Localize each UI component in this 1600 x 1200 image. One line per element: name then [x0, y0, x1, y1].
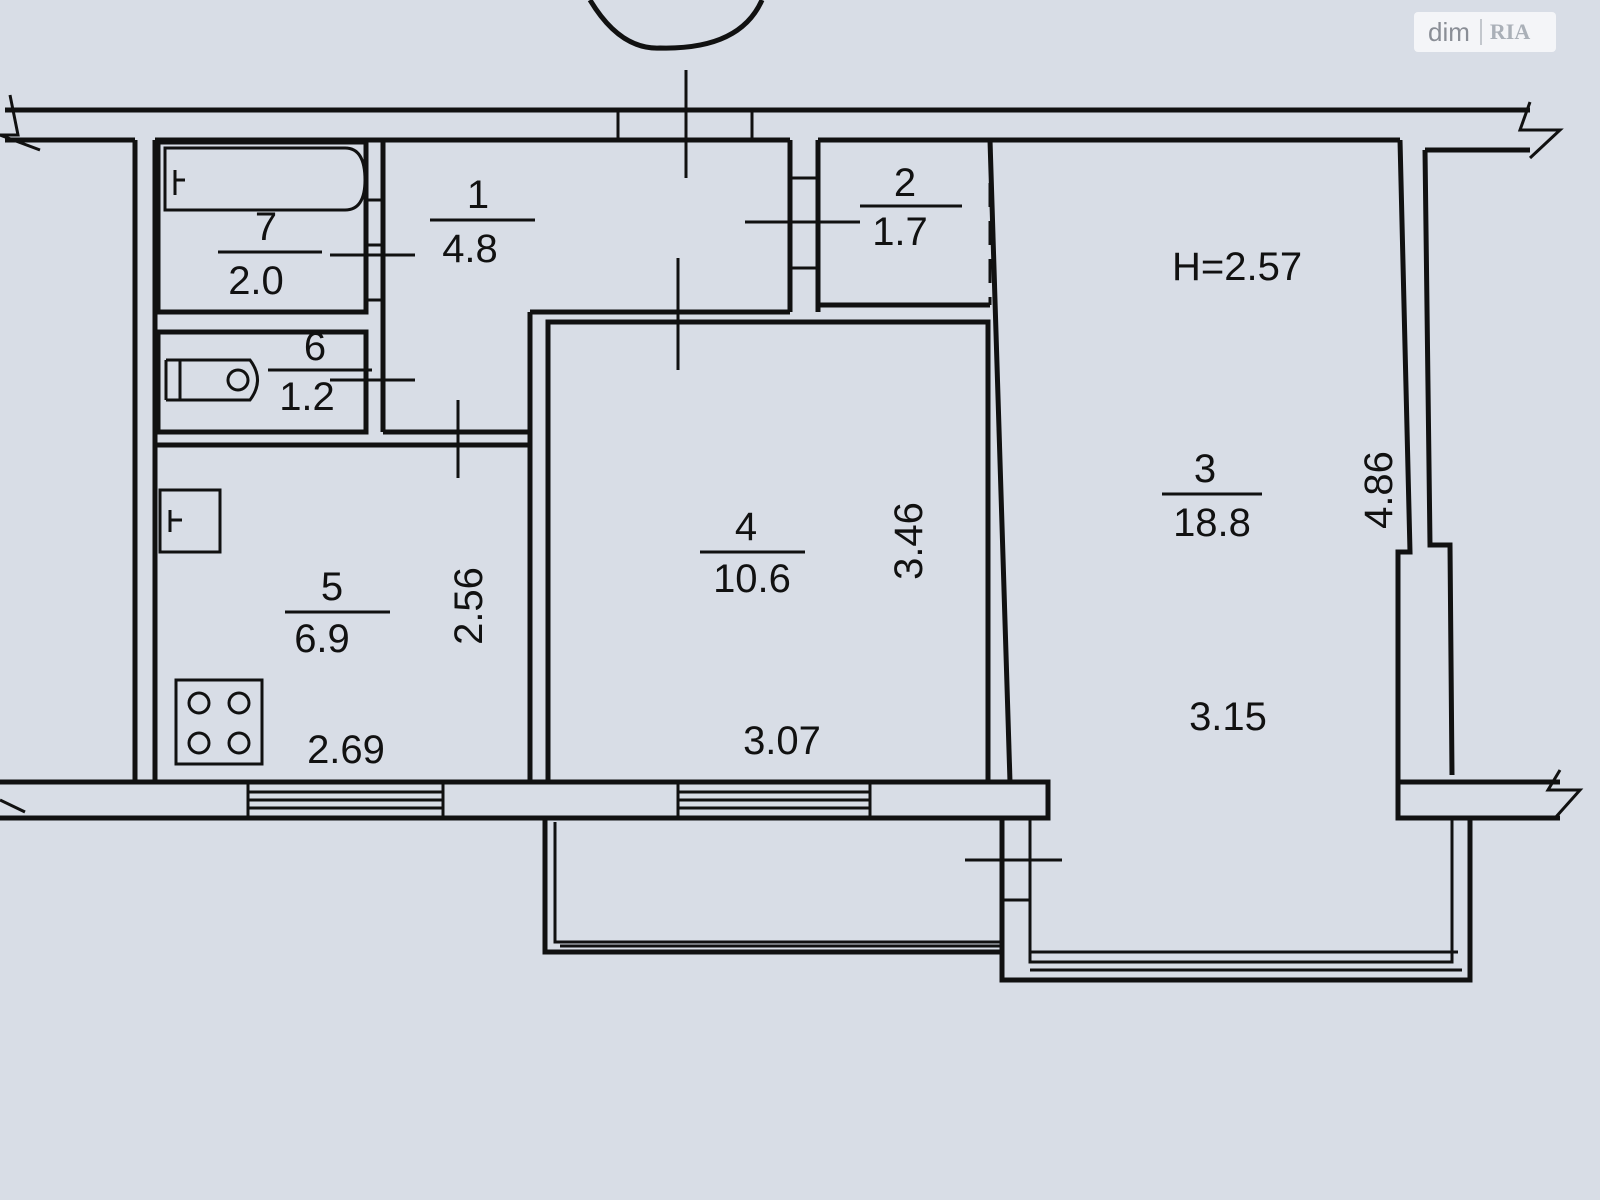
- watermark-brand: dim: [1428, 16, 1470, 47]
- room3-outer-right-wall: [1422, 149, 1455, 776]
- room-7-area: 2.0: [228, 259, 284, 303]
- break-mark-left: [0, 94, 41, 152]
- room-7-number: 7: [255, 205, 277, 249]
- balcony-railing: [553, 822, 1000, 948]
- room-3-area: 18.8: [1173, 501, 1251, 545]
- bathroom-7-outline: [155, 139, 369, 315]
- burner-icon: [227, 691, 251, 715]
- entrance-jambs: [616, 110, 754, 140]
- toilet-icon: [164, 358, 259, 402]
- bath-tap-icon: [173, 170, 185, 195]
- sink-icon: [158, 488, 222, 554]
- bottom-right-wall: [1395, 779, 1560, 821]
- room3-right-wall: [1395, 139, 1413, 782]
- room-6-area: 1.2: [279, 375, 335, 419]
- room-3-number: 3: [1194, 447, 1216, 491]
- room3-width-label: 3.15: [1189, 695, 1267, 739]
- kitchen-depth-label: 2.56: [447, 567, 491, 645]
- burner-icon: [227, 731, 251, 755]
- balcony-right-outline: [999, 815, 1473, 983]
- burner-icon: [187, 731, 211, 755]
- room-5-area: 6.9: [294, 617, 350, 661]
- round-fixture-outline: [587, 0, 765, 51]
- room4-width-label: 3.07: [743, 719, 821, 763]
- room4-window: [676, 782, 872, 818]
- bathtub-icon: [163, 146, 367, 212]
- balcony-wall-hatch: [1002, 858, 1030, 902]
- balcony-right-railing: [1028, 818, 1462, 972]
- kitchen-width-label: 2.69: [307, 728, 385, 772]
- room4-depth-label: 3.46: [887, 502, 931, 580]
- room3-left-wall: [987, 139, 1013, 783]
- room-4-number: 4: [735, 505, 757, 549]
- watermark-badge: dim RIA: [1414, 12, 1556, 52]
- break-mark-bottom-right: [1545, 769, 1584, 819]
- room-2-number: 2: [894, 161, 916, 205]
- bottom-outer-wall: [0, 779, 1051, 821]
- break-mark-right: [1517, 101, 1564, 160]
- room3-depth-label: 4.86: [1357, 451, 1401, 529]
- burner-icon: [187, 691, 211, 715]
- stove-icon: [174, 678, 264, 766]
- ceiling-height: H=2.57: [1172, 245, 1302, 289]
- room-1-area: 4.8: [442, 227, 498, 271]
- room-6-number: 6: [304, 325, 326, 369]
- toilet-bowl-icon: [226, 368, 250, 392]
- wc-wall-hatch: [366, 198, 383, 302]
- balcony-left-outline: [542, 820, 1002, 955]
- sink-tap-icon: [168, 510, 182, 532]
- room-2-area: 1.7: [872, 210, 928, 254]
- watermark-logo: RIA: [1479, 19, 1530, 45]
- room-1-number: 1: [467, 173, 489, 217]
- room-5-number: 5: [321, 565, 343, 609]
- toilet-6-outline: [155, 329, 369, 435]
- room-4-area: 10.6: [713, 557, 791, 601]
- kitchen-window: [246, 782, 445, 818]
- closet-wall-hatch: [790, 176, 818, 270]
- break-mark-bottom-left: [0, 798, 26, 814]
